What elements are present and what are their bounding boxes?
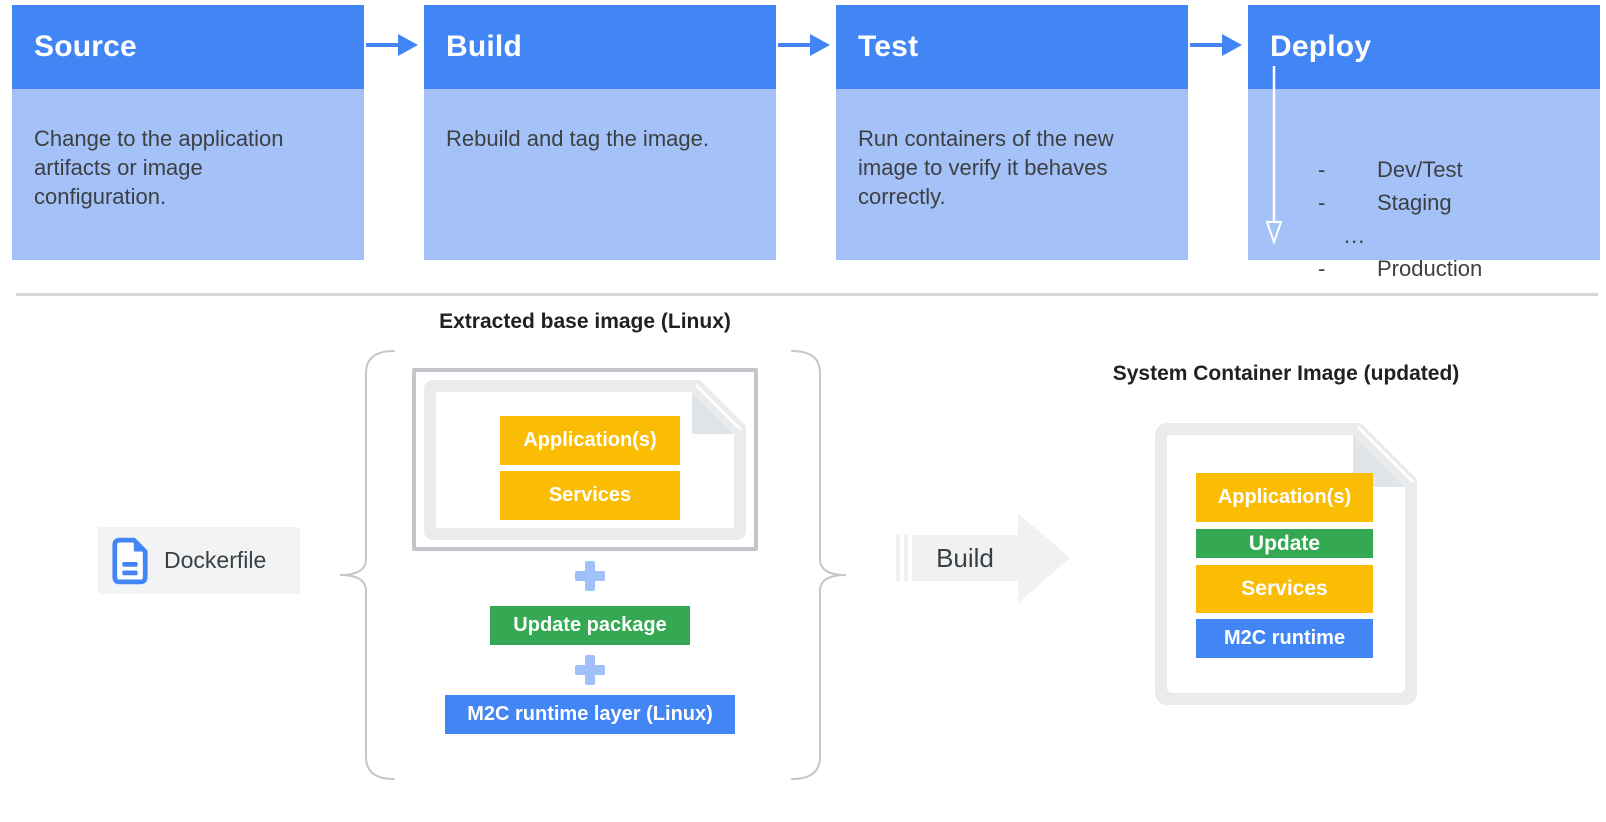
dockerfile-chip: Dockerfile <box>98 527 300 594</box>
stage-source-body: Change to the application artifacts or i… <box>12 89 364 260</box>
stage-source-description: Change to the application artifacts or i… <box>34 126 284 209</box>
env-label: Production <box>1377 256 1483 281</box>
env-marker: - <box>1318 190 1326 215</box>
result-layer-m2c-runtime: M2C runtime <box>1196 619 1373 658</box>
result-layer-update: Update <box>1196 529 1373 558</box>
system-container-document-icon <box>1155 423 1417 705</box>
update-package-layer: Update package <box>490 606 690 645</box>
arrow-right-icon <box>1190 34 1242 56</box>
stage-build-description: Rebuild and tag the image. <box>446 126 709 151</box>
stage-source-title: Source <box>12 5 364 89</box>
stage-deploy-title: Deploy <box>1248 5 1600 89</box>
base-layer-applications: Application(s) <box>500 416 680 465</box>
stage-test-title: Test <box>836 5 1188 89</box>
env-label: Staging <box>1377 190 1452 215</box>
arrow-down-icon <box>1266 66 1283 244</box>
build-arrow-label: Build <box>936 542 994 573</box>
stage-test-body: Run containers of the new image to verif… <box>836 89 1188 260</box>
left-curly-brace <box>339 350 395 780</box>
stage-build-body: Rebuild and tag the image. <box>424 89 776 260</box>
deploy-environment-row: - Staging <box>1270 186 1574 219</box>
env-label: ... <box>1344 223 1366 248</box>
stage-test: Test Run containers of the new image to … <box>836 5 1188 260</box>
system-container-image-title: System Container Image (updated) <box>1112 362 1460 385</box>
stage-source: Source Change to the application artifac… <box>12 5 364 260</box>
dockerfile-label: Dockerfile <box>164 547 267 573</box>
right-curly-brace <box>791 350 847 780</box>
result-layer-applications: Application(s) <box>1196 473 1373 522</box>
result-layer-services: Services <box>1196 565 1373 613</box>
section-divider <box>16 293 1598 296</box>
deploy-environment-row: ... <box>1270 219 1574 252</box>
deploy-environment-row: - Dev/Test <box>1270 153 1574 186</box>
deploy-environment-row: - Production <box>1270 252 1574 285</box>
stage-test-description: Run containers of the new image to verif… <box>858 126 1114 209</box>
arrow-right-icon <box>778 34 830 56</box>
document-icon <box>112 537 148 584</box>
build-arrow-icon <box>896 513 1070 603</box>
plus-icon <box>575 655 605 685</box>
stage-deploy: Deploy - Dev/Test - Staging ... - Produc… <box>1248 5 1600 281</box>
env-marker: - <box>1318 256 1326 281</box>
arrow-right-icon <box>366 34 418 56</box>
base-layer-services: Services <box>500 471 680 520</box>
env-label: Dev/Test <box>1377 157 1463 182</box>
m2c-runtime-layer: M2C runtime layer (Linux) <box>445 695 735 734</box>
extracted-base-image-title: Extracted base image (Linux) <box>439 310 731 333</box>
env-marker: - <box>1318 157 1326 182</box>
stage-deploy-body: - Dev/Test - Staging ... - Production <box>1248 89 1600 281</box>
stage-build: Build Rebuild and tag the image. <box>424 5 776 260</box>
stage-build-title: Build <box>424 5 776 89</box>
plus-icon <box>575 561 605 591</box>
deploy-environment-list: - Dev/Test - Staging ... - Production <box>1270 124 1574 285</box>
